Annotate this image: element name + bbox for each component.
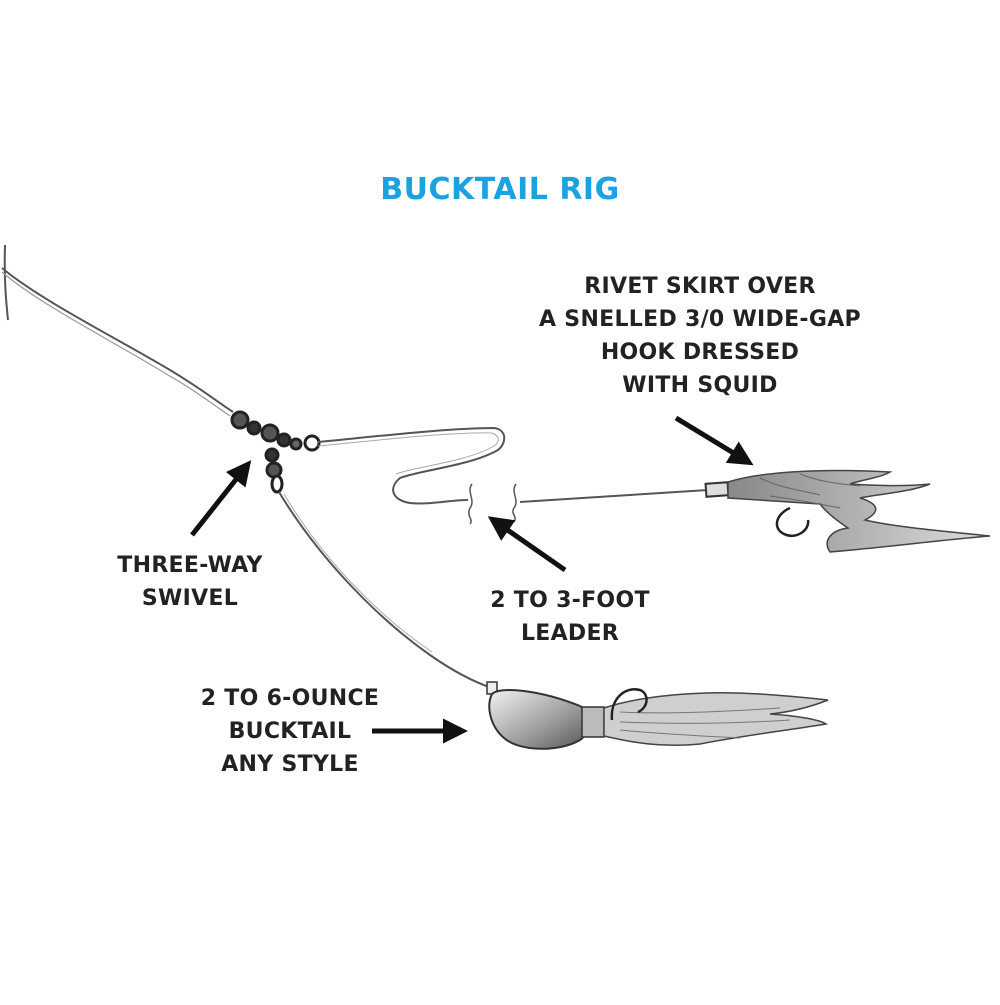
leader-label-line: 2 TO 3-FOOT <box>490 588 650 613</box>
main-line-double <box>1 271 231 417</box>
three-way-swivel-label: THREE-WAY SWIVEL <box>90 549 290 615</box>
leader-line <box>317 426 506 505</box>
rivet-label-line: A SNELLED 3/0 WIDE-GAP <box>539 307 861 332</box>
bucktail-label-line: BUCKTAIL <box>228 719 352 744</box>
rivet-label-line: RIVET SKIRT OVER <box>584 274 816 299</box>
three-way-swivel <box>230 410 321 494</box>
leader-label-line: LEADER <box>520 621 620 646</box>
diagram-title: BUCKTAIL RIG <box>380 172 620 207</box>
leader-line-right <box>519 489 709 503</box>
squid-skirt-hook <box>704 469 991 553</box>
bucktail-label-line: 2 TO 6-OUNCE <box>200 686 380 711</box>
rivet-arrow <box>674 415 754 466</box>
leader-arrow <box>487 516 567 573</box>
rivet-label-line: HOOK DRESSED <box>600 340 800 365</box>
bucktail-line <box>278 491 493 689</box>
swivel-label-line: SWIVEL <box>141 586 239 611</box>
swivel-label-line: THREE-WAY <box>117 553 263 578</box>
rivet-label-line: WITH SQUID <box>622 373 778 398</box>
main-line <box>1 244 234 413</box>
bucktail-jig <box>486 681 829 750</box>
rivet-skirt-label: RIVET SKIRT OVER A SNELLED 3/0 WIDE-GAP … <box>500 270 900 402</box>
swivel-arrow <box>190 460 252 537</box>
leader-break-left <box>468 483 473 525</box>
bucktail-line-inner <box>283 493 433 653</box>
leader-break-right <box>512 483 517 523</box>
leader-label: 2 TO 3-FOOT LEADER <box>460 584 680 650</box>
bucktail-label: 2 TO 6-OUNCE BUCKTAIL ANY STYLE <box>160 682 420 781</box>
leader-line-inner <box>317 432 499 475</box>
bucktail-label-line: ANY STYLE <box>221 752 359 777</box>
